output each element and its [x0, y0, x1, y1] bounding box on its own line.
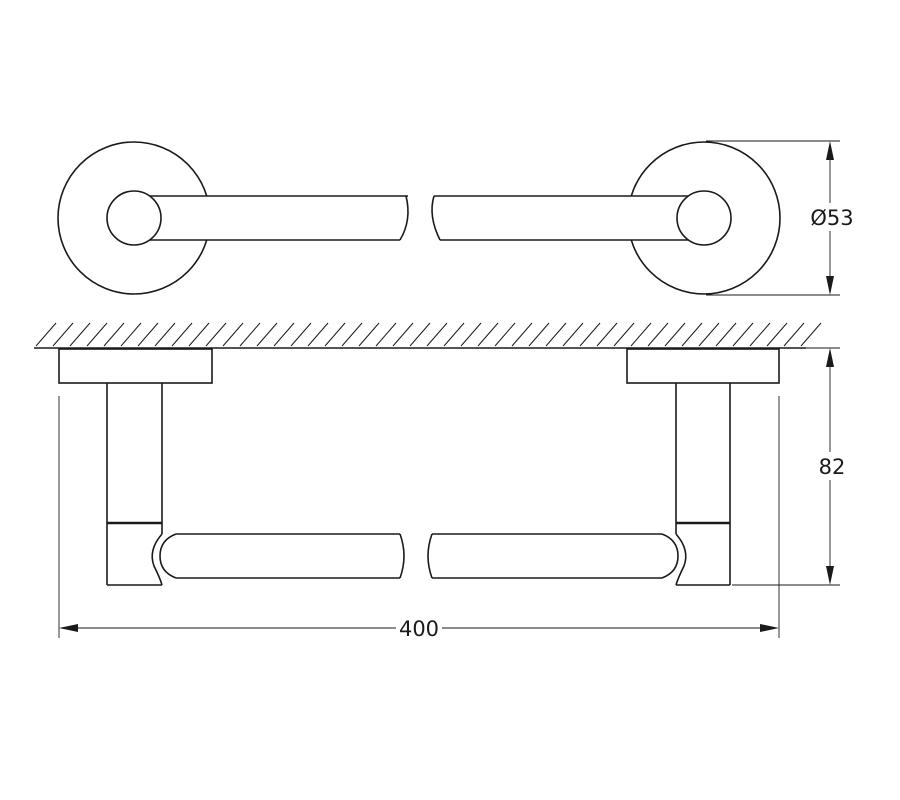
hatch-stroke — [630, 322, 652, 347]
hatch-stroke — [324, 322, 346, 347]
hatch-stroke — [52, 322, 74, 347]
hatch-stroke — [154, 322, 176, 347]
height-dimension: 82 — [732, 347, 850, 586]
height-label: 82 — [819, 455, 846, 479]
left-bracket — [58, 348, 213, 586]
hatch-stroke — [307, 322, 329, 347]
right-bracket — [626, 348, 780, 586]
width-label: 400 — [399, 617, 439, 641]
hatch-stroke — [120, 322, 142, 347]
hatch-stroke — [205, 322, 227, 347]
hatch-stroke — [290, 322, 312, 347]
hatch-stroke — [35, 322, 57, 347]
hatch-stroke — [69, 322, 91, 347]
hatch-stroke — [273, 322, 295, 347]
hatch-stroke — [528, 322, 550, 347]
hatch-stroke — [749, 322, 771, 347]
hatch-stroke — [426, 322, 448, 347]
hatch-stroke — [766, 322, 788, 347]
hatch-stroke — [698, 322, 720, 347]
hatch-stroke — [375, 322, 397, 347]
front-bar-left-segment — [159, 533, 405, 579]
top-view — [57, 141, 781, 295]
hatch-stroke — [664, 322, 686, 347]
hatch-stroke — [86, 322, 108, 347]
top-bar-left-segment — [150, 195, 409, 241]
hatch-stroke — [800, 322, 822, 347]
diameter-dimension: Ø53 — [706, 140, 854, 296]
top-bar-right-segment — [431, 195, 688, 241]
front-bar-right-segment — [427, 533, 679, 579]
hatch-stroke — [409, 322, 431, 347]
hatch-stroke — [477, 322, 499, 347]
hatch-stroke — [715, 322, 737, 347]
hatch-stroke — [596, 322, 618, 347]
wall-hatching — [35, 322, 822, 347]
left-flange-side — [58, 348, 213, 384]
hatch-stroke — [443, 322, 465, 347]
diameter-label: Ø53 — [810, 206, 853, 230]
right-post-circle — [676, 190, 732, 246]
width-dimension: 400 — [58, 396, 780, 641]
hatch-stroke — [460, 322, 482, 347]
hatch-stroke — [358, 322, 380, 347]
hatch-stroke — [239, 322, 261, 347]
hatch-stroke — [511, 322, 533, 347]
hatch-stroke — [681, 322, 703, 347]
hatch-stroke — [171, 322, 193, 347]
hatch-stroke — [783, 322, 805, 347]
hatch-stroke — [613, 322, 635, 347]
hatch-stroke — [647, 322, 669, 347]
right-flange-side — [626, 348, 780, 384]
hatch-stroke — [494, 322, 516, 347]
hatch-stroke — [562, 322, 584, 347]
hatch-stroke — [103, 322, 125, 347]
hatch-stroke — [545, 322, 567, 347]
hatch-stroke — [392, 322, 414, 347]
hatch-stroke — [579, 322, 601, 347]
left-post-circle — [106, 190, 162, 246]
hatch-stroke — [341, 322, 363, 347]
hatch-stroke — [732, 322, 754, 347]
hatch-stroke — [137, 322, 159, 347]
hatch-stroke — [256, 322, 278, 347]
hatch-stroke — [222, 322, 244, 347]
hatch-stroke — [188, 322, 210, 347]
